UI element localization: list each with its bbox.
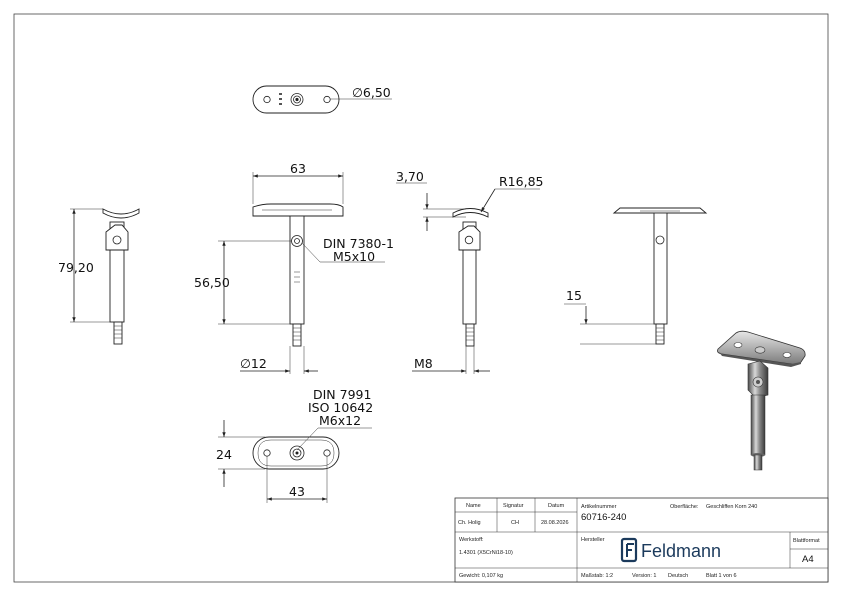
tb-oberflaeche-value: Geschliffen Korn 240 [706, 504, 757, 510]
label-m5x10: M5x10 [333, 249, 375, 264]
title-block: Name Signatur Datum Ch. Holig CH 28.08.2… [454, 497, 829, 583]
bottom-view: DIN 7991 ISO 10642 M6x12 24 43 [216, 387, 373, 503]
dim-height-pin: 56,50 [194, 275, 230, 290]
tb-oberflaeche-label: Oberfläche: [670, 504, 699, 510]
tb-gewicht: Gewicht: 0,107 kg [459, 573, 503, 579]
tb-blattformat-label: Blattformat [793, 538, 820, 544]
tb-name-label: Name [466, 503, 481, 509]
tb-werkstoff-label: Werkstoff: [459, 537, 484, 543]
tb-artikelnummer-label: Artikelnummer [581, 504, 617, 510]
dim-tube-diameter: ∅12 [240, 356, 267, 371]
top-view: ∅6,50 [252, 85, 392, 114]
side-view-left: 79,20 [58, 208, 140, 345]
dim-hole-diameter: ∅6,50 [352, 85, 391, 100]
tb-signatur-value: CH [511, 520, 519, 526]
label-din-7991: DIN 7991 [313, 387, 371, 402]
dim-plate-width: 63 [290, 161, 306, 176]
dim-thread-length: 3,70 [396, 169, 424, 184]
side-view-right: 3,70 R16,85 M8 [396, 169, 543, 374]
label-m6x12: M6x12 [319, 413, 361, 428]
tb-version: Version: 1 [632, 573, 656, 579]
front-view: 63 56,50 DIN 7380-1 M5x10 ∅12 [194, 161, 394, 374]
feldmann-logo: Feldmann [620, 537, 721, 563]
tb-blatt: Blatt 1 von 6 [706, 573, 737, 579]
tb-sprache: Deutsch [668, 573, 688, 579]
tb-werkstoff-value: 1.4301 (X5CrNi18-10) [459, 550, 513, 556]
label-iso-10642: ISO 10642 [308, 400, 373, 415]
dim-hole-distance: 43 [289, 484, 305, 499]
dim-offset: 15 [566, 288, 582, 303]
tb-signatur-label: Signatur [503, 503, 524, 509]
drawing-frame [13, 13, 829, 583]
dim-radius: R16,85 [499, 174, 543, 189]
tb-hersteller-label: Hersteller [581, 537, 605, 543]
rear-view: 15 [564, 207, 708, 345]
tb-datum-value: 28.08.2026 [541, 520, 569, 526]
tb-name-value: Ch. Holig [458, 520, 481, 526]
brand-name: Feldmann [641, 541, 721, 561]
tb-artikelnummer-value: 60716-240 [581, 512, 626, 523]
dim-plate-height: 24 [216, 447, 232, 462]
dim-height-total: 79,20 [58, 260, 94, 275]
dim-thread: M8 [414, 356, 433, 371]
product-render [717, 330, 806, 471]
tb-blattformat-value: A4 [802, 554, 814, 565]
tb-datum-label: Datum [548, 503, 565, 509]
label-din-7380: DIN 7380-1 [323, 236, 394, 251]
tb-massstab: Maßstab: 1:2 [581, 573, 613, 579]
